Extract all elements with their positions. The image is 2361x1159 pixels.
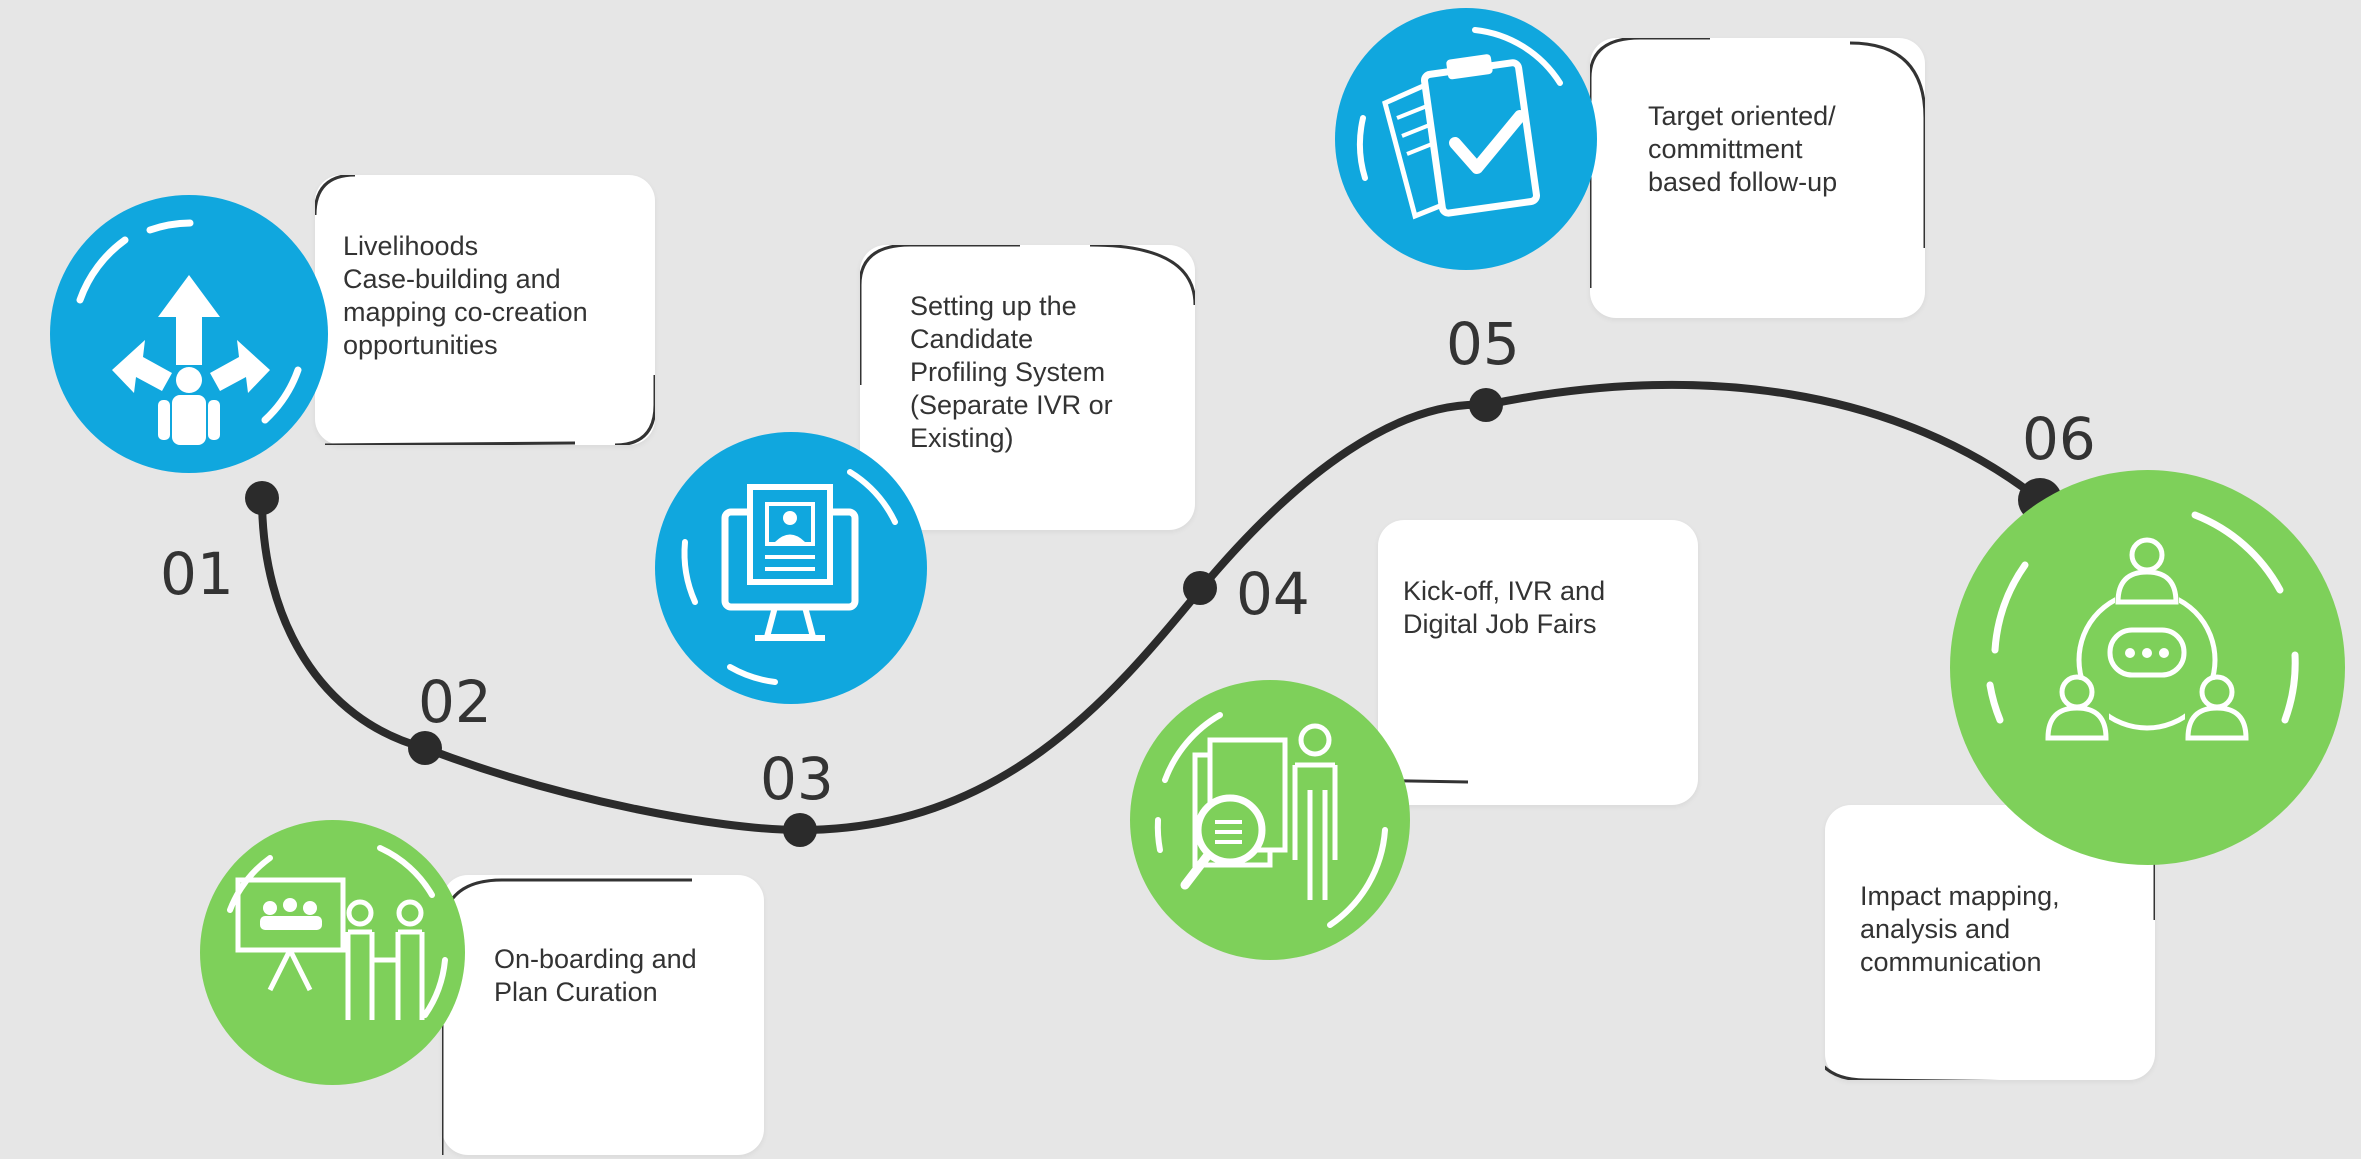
step-number-06: 06 bbox=[2022, 405, 2096, 473]
step-circle-05 bbox=[1335, 8, 1597, 270]
step-card-03: Setting up the Candidate Profiling Syste… bbox=[860, 245, 1195, 530]
step-card-02: On-boarding and Plan Curation bbox=[442, 875, 764, 1155]
step-number-05: 05 bbox=[1446, 310, 1520, 378]
card-outline bbox=[315, 175, 655, 445]
crossroads-arrows-person-icon bbox=[76, 219, 302, 445]
step-number-04: 04 bbox=[1236, 560, 1310, 628]
step-text-03: Setting up the Candidate Profiling Syste… bbox=[910, 291, 1113, 453]
card-outline bbox=[860, 245, 1195, 385]
candidate-search-icon bbox=[1154, 712, 1388, 928]
step-card-05: Target oriented/ committment based follo… bbox=[1590, 38, 1925, 318]
step-circle-04 bbox=[1130, 680, 1410, 960]
step-number-01: 01 bbox=[160, 540, 234, 608]
step-number-03: 03 bbox=[760, 745, 834, 813]
card-outline bbox=[1378, 778, 1469, 784]
step-card-01: Livelihoods Case-building and mapping co… bbox=[315, 175, 655, 445]
step-text-06: Impact mapping, analysis and communicati… bbox=[1860, 881, 2060, 977]
node-05 bbox=[1469, 388, 1503, 422]
node-03 bbox=[783, 813, 817, 847]
step-circle-01 bbox=[50, 195, 328, 473]
node-04 bbox=[1183, 571, 1217, 605]
step-circle-03 bbox=[655, 432, 927, 704]
clipboard-check-icon bbox=[1356, 27, 1563, 220]
team-communication-icon bbox=[1986, 511, 2299, 741]
presentation-handshake-icon bbox=[227, 845, 448, 1020]
step-text-04: Kick-off, IVR and Digital Job Fairs bbox=[1403, 576, 1606, 639]
step-number-02: 02 bbox=[418, 668, 492, 736]
step-text-02: On-boarding and Plan Curation bbox=[494, 944, 697, 1007]
computer-profile-icon bbox=[681, 469, 898, 685]
step-circle-06 bbox=[1950, 470, 2345, 865]
node-01 bbox=[245, 481, 279, 515]
step-circle-02 bbox=[200, 820, 465, 1085]
step-text-01: Livelihoods Case-building and mapping co… bbox=[343, 231, 588, 360]
node-02 bbox=[408, 731, 442, 765]
step-card-06: Impact mapping, analysis and communicati… bbox=[1825, 805, 2155, 1080]
step-text-05: Target oriented/ committment based follo… bbox=[1648, 101, 1838, 197]
card-outline bbox=[1825, 805, 2155, 1080]
card-outline bbox=[1590, 38, 1925, 288]
card-outline bbox=[442, 878, 692, 1155]
step-card-04: Kick-off, IVR and Digital Job Fairs bbox=[1378, 520, 1698, 805]
